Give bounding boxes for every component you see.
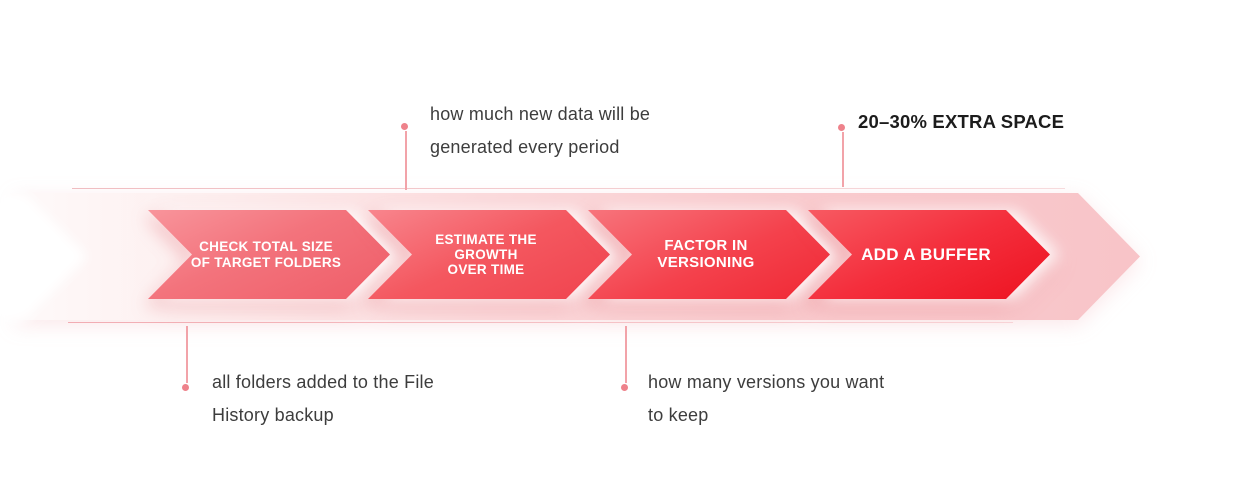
step-label-line: ADD A BUFFER — [861, 244, 991, 264]
chevron-shape: ADD A BUFFER — [808, 210, 1050, 299]
step-label-line: OF TARGET FOLDERS — [190, 254, 342, 270]
callout-line — [625, 326, 627, 383]
callout-note-versions: how many versions you want to keep — [648, 366, 884, 432]
step-label-line: ESTIMATE THE GROWTH — [435, 231, 537, 262]
callout-line — [405, 131, 407, 190]
step-add-buffer: ADD A BUFFER — [808, 210, 1050, 299]
callout-dot — [182, 384, 189, 391]
callout-dot — [401, 123, 408, 130]
callout-text-line: 20–30% EXTRA SPACE — [858, 111, 1065, 132]
callout-note-extra-space: 20–30% EXTRA SPACE — [858, 105, 1064, 138]
step-label-line: CHECK TOTAL SIZE — [199, 239, 333, 255]
notch-glow-shape — [0, 193, 88, 320]
callout-line — [186, 326, 188, 383]
chevron-shape: CHECK TOTAL SIZE OF TARGET FOLDERS — [148, 210, 390, 299]
track-left-notch-glow — [0, 193, 110, 320]
track-top-rule — [72, 188, 1065, 189]
callout-dot — [621, 384, 628, 391]
step-label-line: OVER TIME — [447, 262, 525, 278]
callout-text-line: how much new data will be — [430, 104, 651, 124]
callout-dot — [838, 124, 845, 131]
callout-note-new-data: how much new data will be generated ever… — [430, 98, 650, 164]
track-bottom-rule — [68, 322, 1013, 323]
callout-line — [842, 132, 844, 187]
callout-text-line: to keep — [648, 405, 709, 425]
callout-text-line: all folders added to the File — [212, 372, 434, 392]
step-factor-versioning: FACTOR IN VERSIONING — [588, 210, 830, 299]
step-estimate-growth: ESTIMATE THE GROWTH OVER TIME — [368, 210, 610, 299]
chevron-shape: FACTOR IN VERSIONING — [588, 210, 830, 299]
step-label-line: FACTOR IN VERSIONING — [657, 236, 755, 271]
callout-text-line: generated every period — [430, 137, 620, 157]
chevron-shape: ESTIMATE THE GROWTH OVER TIME — [368, 210, 610, 299]
callout-text-line: how many versions you want — [648, 372, 885, 392]
callout-text-line: History backup — [212, 405, 334, 425]
step-check-total-size: CHECK TOTAL SIZE OF TARGET FOLDERS — [148, 210, 390, 299]
callout-note-folders: all folders added to the File History ba… — [212, 366, 434, 432]
